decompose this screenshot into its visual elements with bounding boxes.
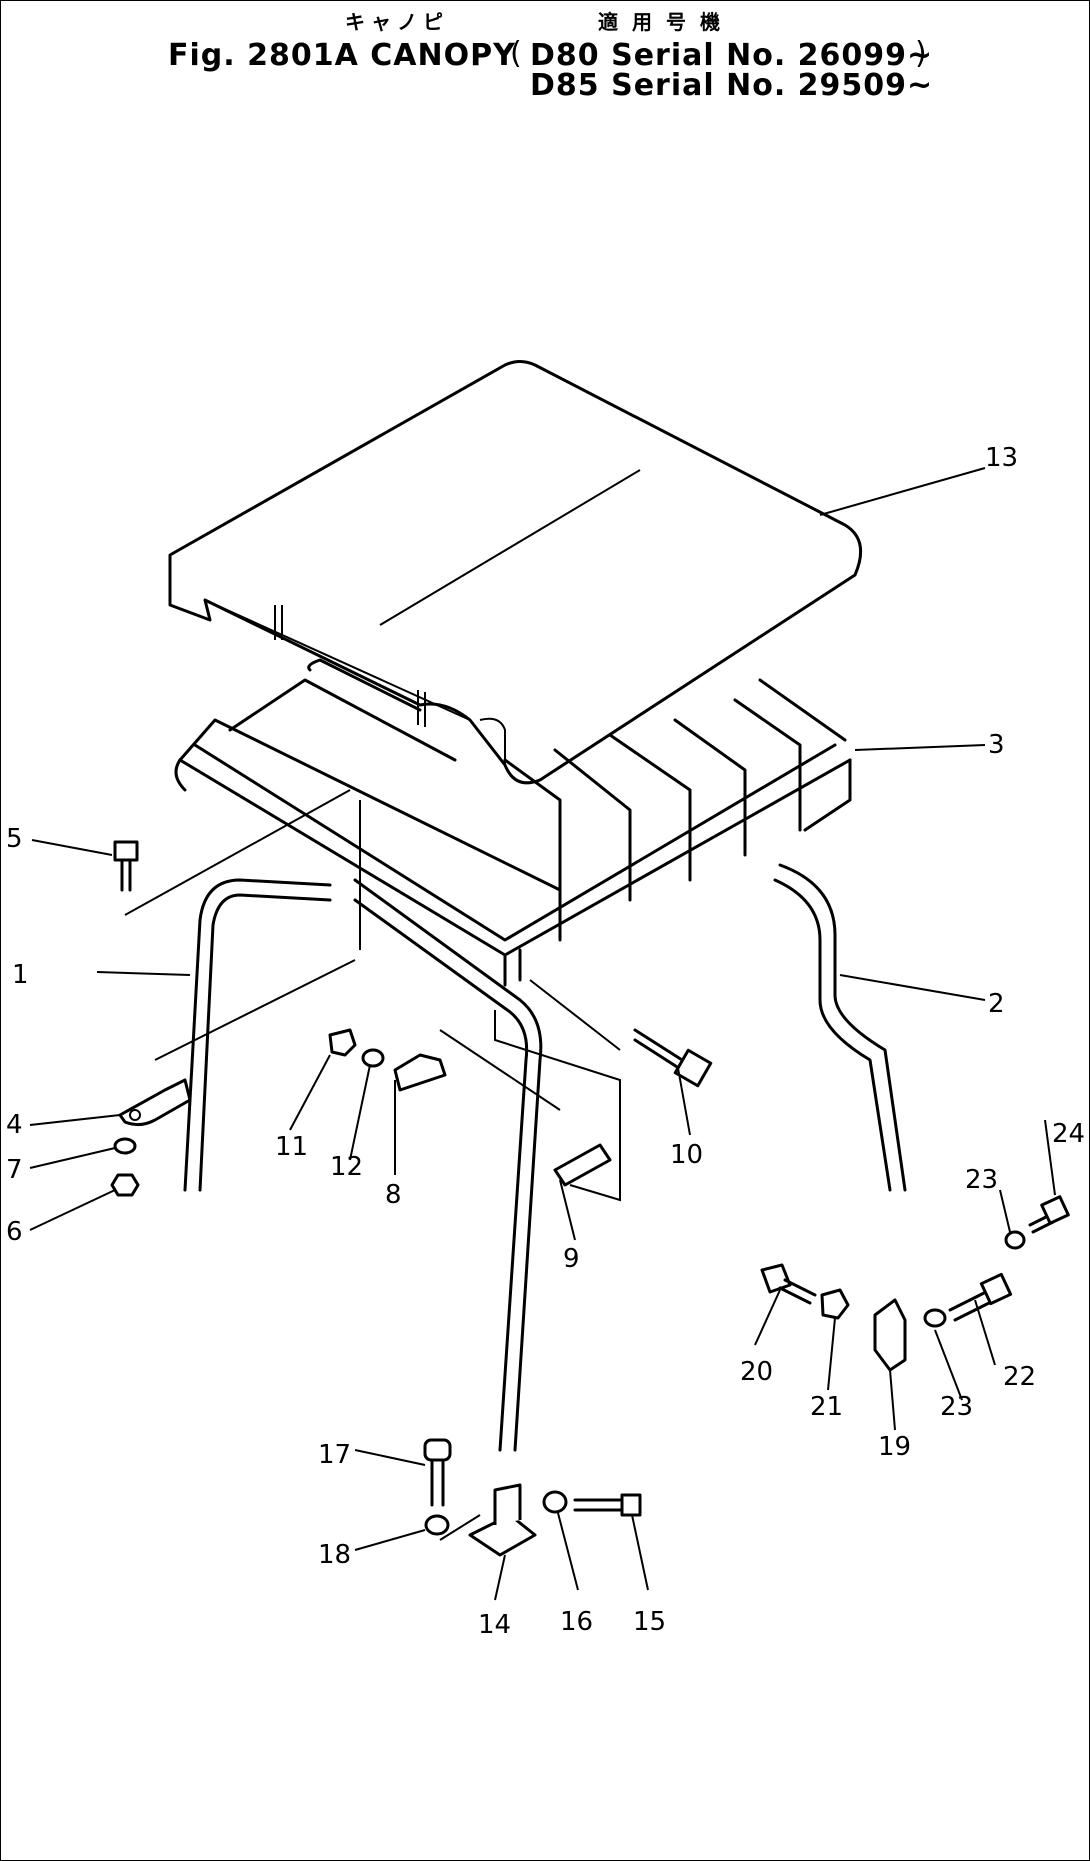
bracket-19 bbox=[873, 1298, 907, 1372]
nut-6 bbox=[110, 1173, 140, 1197]
callout-9: 9 bbox=[563, 1244, 580, 1274]
bolt-10 bbox=[633, 1028, 713, 1088]
washer-23b bbox=[923, 1308, 947, 1328]
serial-d80: D80 Serial No. 26099~ bbox=[530, 38, 934, 73]
callout-24: 24 bbox=[1052, 1119, 1085, 1149]
base-14 bbox=[439, 1483, 537, 1557]
nut-21 bbox=[820, 1288, 850, 1320]
applicable-models-label: 適用号機 bbox=[598, 10, 734, 34]
callout-11: 11 bbox=[275, 1132, 308, 1162]
bolt-24 bbox=[1028, 1195, 1070, 1234]
callout-8: 8 bbox=[385, 1180, 402, 1210]
rear-post bbox=[353, 800, 543, 1452]
bolt-17 bbox=[423, 1438, 452, 1507]
title-block: キャノピ 適用号機 Fig. 2801A CANOPY ( D80 Serial… bbox=[0, 0, 1090, 110]
callout-15: 15 bbox=[633, 1607, 666, 1637]
bolt-5 bbox=[113, 840, 139, 892]
bolt-15 bbox=[573, 1493, 642, 1517]
callout-10: 10 bbox=[670, 1140, 703, 1170]
callout-17: 17 bbox=[318, 1440, 351, 1470]
callout-16: 16 bbox=[560, 1607, 593, 1637]
washer-12 bbox=[361, 1048, 385, 1068]
bolt-22 bbox=[948, 1272, 1013, 1322]
callout-19: 19 bbox=[878, 1432, 911, 1462]
washer-18 bbox=[424, 1514, 450, 1536]
callout-2: 2 bbox=[988, 989, 1005, 1019]
callout-3: 3 bbox=[988, 730, 1005, 760]
callout-23a: 23 bbox=[965, 1165, 998, 1195]
nut-11 bbox=[328, 1028, 357, 1057]
callout-23b: 23 bbox=[940, 1392, 973, 1422]
callout-14: 14 bbox=[478, 1610, 511, 1640]
left-post bbox=[183, 878, 332, 1192]
serial-d85: D85 Serial No. 29509~ bbox=[530, 68, 934, 103]
callouts: 13 3 2 1 5 4 7 6 11 12 8 9 10 24 23 20 2… bbox=[6, 443, 1085, 1640]
right-post bbox=[773, 863, 907, 1192]
washer-23a bbox=[1004, 1230, 1026, 1250]
bolt-20 bbox=[760, 1263, 817, 1305]
callout-5: 5 bbox=[6, 824, 23, 854]
callout-18: 18 bbox=[318, 1540, 351, 1570]
right-paren: ) bbox=[915, 36, 927, 71]
clamp-8 bbox=[393, 1053, 447, 1092]
japanese-title: キャノピ bbox=[345, 10, 449, 34]
leader-lines bbox=[29, 467, 1056, 1601]
callout-20: 20 bbox=[740, 1357, 773, 1387]
callout-13: 13 bbox=[985, 443, 1018, 473]
callout-6: 6 bbox=[6, 1217, 23, 1247]
callout-12: 12 bbox=[330, 1152, 363, 1182]
assembly-lines bbox=[124, 789, 621, 1202]
plate-9 bbox=[553, 1143, 612, 1187]
callout-21: 21 bbox=[810, 1392, 843, 1422]
callout-4: 4 bbox=[6, 1110, 23, 1140]
figure-title: Fig. 2801A CANOPY bbox=[168, 38, 516, 73]
callout-1: 1 bbox=[12, 960, 29, 990]
bracket-4 bbox=[118, 1078, 192, 1127]
callout-7: 7 bbox=[6, 1155, 23, 1185]
washer-7 bbox=[113, 1137, 137, 1155]
roof-frame bbox=[174, 658, 852, 987]
callout-22: 22 bbox=[1003, 1362, 1036, 1392]
nut-16 bbox=[542, 1490, 568, 1514]
left-paren: ( bbox=[510, 36, 522, 71]
canopy-roof bbox=[168, 360, 863, 785]
